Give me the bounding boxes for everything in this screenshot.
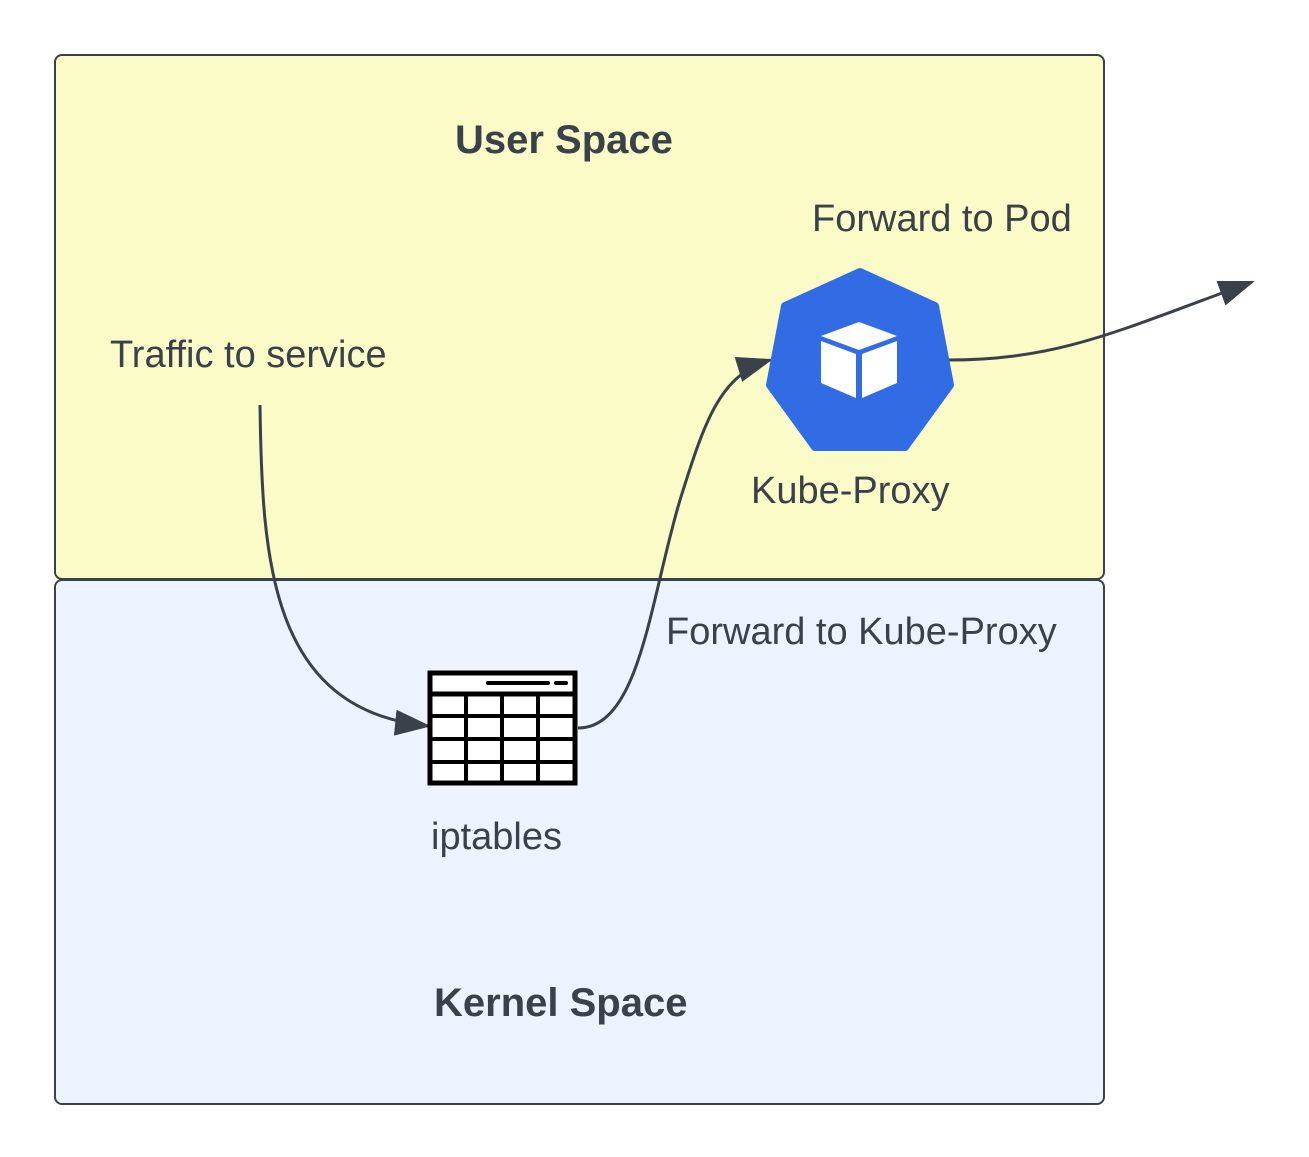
arrow-iptables-to-kube-proxy [577,357,773,730]
forward-to-kube-proxy-label: Forward to Kube-Proxy [666,611,1057,653]
kubernetes-cube-icon [766,268,954,451]
kube-proxy-label: Kube-Proxy [751,470,950,512]
kernel-space-panel [54,579,1105,1105]
iptables-label: iptables [431,816,562,858]
arrow-kube-proxy-to-pod [947,280,1255,362]
arrow-traffic-to-iptables [258,404,431,736]
table-grid-icon [427,670,578,786]
traffic-to-service-label: Traffic to service [110,334,387,376]
forward-to-pod-label: Forward to Pod [812,198,1072,240]
user-space-title: User Space [455,118,673,162]
kernel-space-title: Kernel Space [434,981,688,1025]
